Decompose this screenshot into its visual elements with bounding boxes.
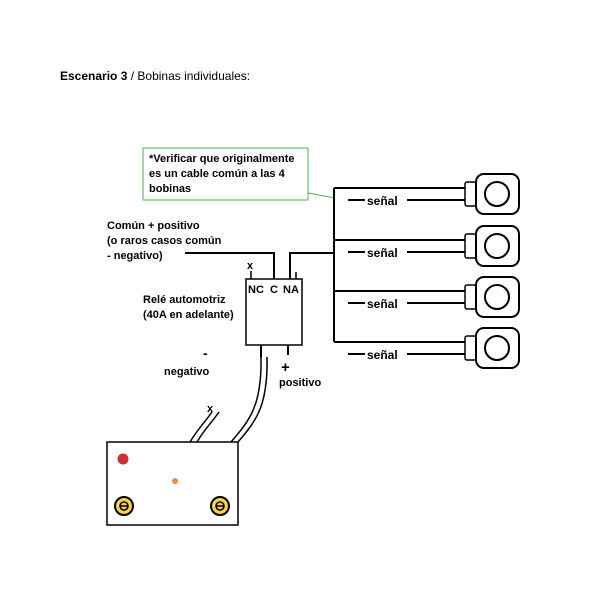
battery-indicator-red [117,453,129,465]
relay-body [245,278,303,346]
signal-label-bg-1 [365,193,407,207]
note-line-1: *Verificar que originalmente [149,153,295,165]
relay-pin-nc: NC [248,284,264,296]
common-label-1: Común + positivo [107,220,200,232]
battery-indicator-orange [172,478,178,484]
scenario-subtitle: Bobinas individuales: [137,69,251,83]
scenario-title: Escenario 3 [60,69,128,83]
negative-cable [230,356,268,443]
note-box [142,147,309,201]
ignition-coil-2 [464,225,520,267]
cable-unused-mark: x [207,403,214,415]
common-input-wire [185,252,275,279]
relay-label-1: Relé automotriz [143,294,226,306]
battery-cable-x [189,411,220,443]
relay-output-wire [289,252,334,279]
scenario-heading: Escenario 3 / Bobinas individuales: [60,69,250,83]
positive-sign: + [281,359,290,376]
signal-label-bg-4 [365,347,407,361]
note-line-3: bobinas [149,183,191,195]
common-label-3: - negativo) [107,250,163,262]
ignition-coil-4 [464,327,520,369]
relay-label-2: (40A en adelante) [143,309,234,321]
relay-unused-mark: x [247,260,254,272]
relay-pin-c: C [270,284,278,296]
battery-terminal-left [114,496,134,516]
positive-label: positivo [279,377,321,389]
heading-separator: / [127,69,138,83]
battery-terminal-right [210,496,230,516]
ignition-coil-1 [464,173,520,215]
common-label-2: (o raros casos común [107,235,222,247]
negative-label: negativo [164,366,210,378]
signal-label-1: señal [367,194,398,208]
relay-pin-na: NA [283,284,299,296]
note-line-2: es un cable común a las 4 [149,168,286,180]
signal-label-bg-3 [365,296,407,310]
ignition-coil-3 [464,276,520,318]
signal-label-bg-2 [365,245,407,259]
signal-label-3: señal [367,297,398,311]
signal-label-2: señal [367,246,398,260]
note-pointer [307,192,336,199]
signal-label-4: señal [367,348,398,362]
negative-sign: - [203,345,208,361]
